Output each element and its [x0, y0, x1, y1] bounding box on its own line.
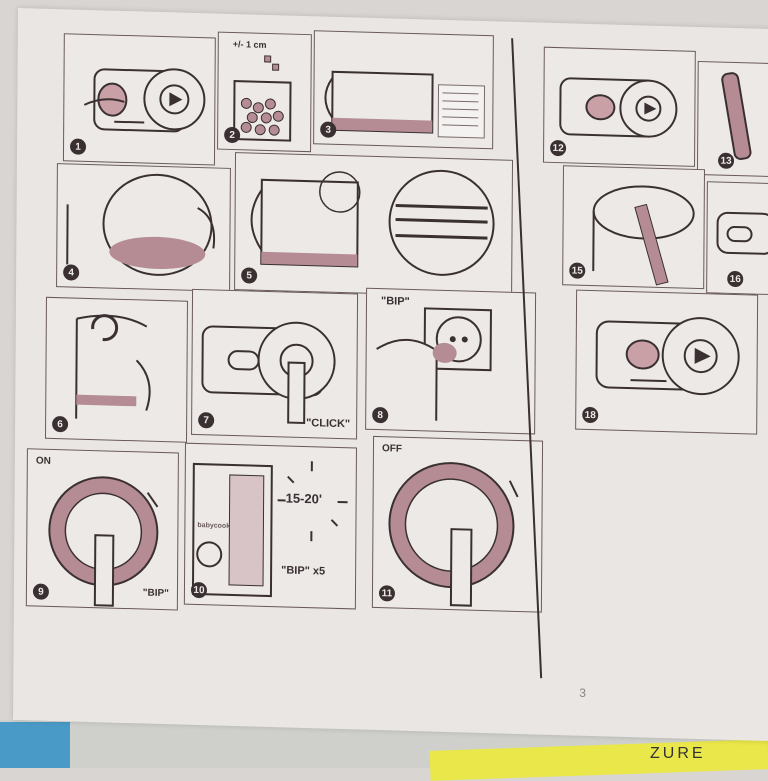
illustration-8 — [366, 289, 535, 434]
illustration-5 — [235, 153, 512, 297]
step-number-7: 7 — [198, 412, 214, 428]
step-number-12: 12 — [550, 140, 566, 156]
step-number-6: 6 — [52, 416, 68, 432]
click-label: "CLICK" — [306, 417, 350, 430]
step-number-13: 13 — [718, 153, 734, 169]
yellow-book-text: ZURE — [650, 745, 706, 763]
panel-8: "BIP" 8 — [365, 288, 536, 435]
bip-label-9: "BIP" — [143, 588, 169, 600]
brand-label: babycook — [197, 522, 230, 530]
illustration-12 — [544, 48, 695, 166]
panel-2: +/- 1 cm 2 — [217, 32, 312, 153]
panel-7: "CLICK" 7 — [191, 289, 358, 440]
step-number-5: 5 — [241, 267, 257, 283]
step-number-9: 9 — [33, 583, 49, 599]
illustration-7 — [192, 290, 357, 439]
panel-18: 18 — [575, 290, 758, 435]
bip-x5-label: "BIP" x5 — [281, 564, 325, 577]
step-number-18: 18 — [582, 407, 598, 423]
panel-1: 1 — [63, 33, 216, 165]
off-label: OFF — [382, 443, 402, 455]
illustration-3 — [314, 31, 493, 148]
blue-book-edge — [0, 722, 70, 768]
illustration-4 — [57, 164, 230, 291]
panel-3: 3 — [313, 30, 494, 149]
panel-16: 16 — [706, 181, 768, 295]
step-number-11: 11 — [379, 585, 395, 601]
panel-11: OFF 11 — [372, 436, 543, 613]
bip-label: "BIP" — [381, 295, 410, 308]
on-label: ON — [36, 456, 51, 467]
timer-label: 15-20' — [286, 490, 322, 506]
step-number-10: 10 — [191, 582, 207, 598]
panel-10: babycook 15-20' "BIP" x5 10 — [184, 443, 357, 610]
panel-13: 13 — [697, 61, 768, 177]
manual-page: 1 +/- 1 cm 2 3 — [13, 8, 768, 741]
panel-5: 5 — [234, 152, 513, 298]
illustration-9 — [27, 449, 178, 609]
panel-15: 15 — [562, 165, 705, 289]
size-label: +/- 1 cm — [233, 39, 267, 50]
step-number-1: 1 — [70, 138, 86, 154]
panel-12: 12 — [543, 47, 696, 167]
panel-4: 4 — [56, 163, 231, 292]
illustration-1 — [64, 34, 215, 164]
panel-9: ON "BIP" 9 — [26, 448, 179, 610]
step-number-3: 3 — [320, 121, 336, 137]
step-number-15: 15 — [569, 262, 585, 278]
illustration-11 — [373, 437, 542, 612]
step-number-4: 4 — [63, 264, 79, 280]
step-number-16: 16 — [727, 271, 743, 287]
panel-6: 6 — [45, 297, 188, 443]
step-number-2: 2 — [224, 127, 240, 143]
illustration-18 — [576, 291, 757, 434]
step-number-8: 8 — [372, 407, 388, 423]
page-number: 3 — [579, 686, 586, 700]
